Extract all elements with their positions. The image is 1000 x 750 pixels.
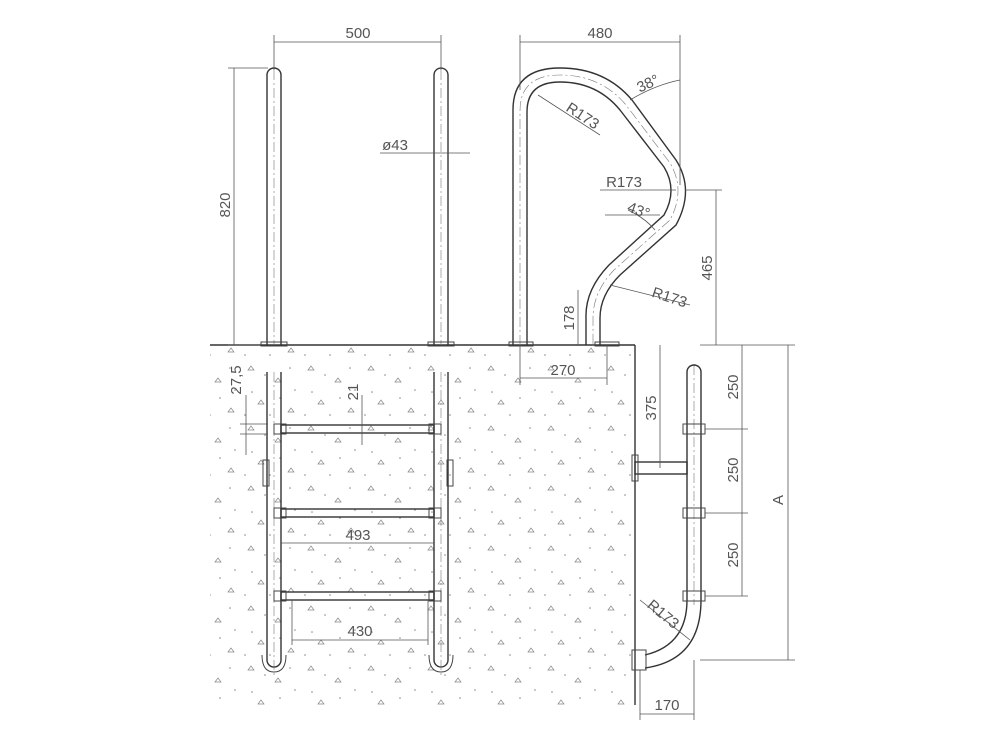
label-480: 480 [587,25,612,42]
side-handrail-inner [526,81,672,345]
label-270: 270 [550,362,575,379]
label-27-5: 27,5 [228,365,245,394]
dim-spacing-250-2: 250 [705,429,748,514]
label-43deg: 43° [625,199,652,223]
front-post-left-lower [261,372,287,675]
dim-width-500: 500 [273,25,442,70]
dim-height-465: 465 [685,189,722,345]
label-250-3: 250 [725,542,742,567]
dim-step-21: 21 [345,384,363,445]
label-820: 820 [217,192,234,217]
label-r173-section: R173 [644,597,682,633]
dim-inner-430: 430 [291,600,429,645]
label-430: 430 [347,623,372,640]
dim-step-493: 493 [281,527,434,544]
label-170: 170 [654,697,679,714]
label-250-2: 250 [725,457,742,482]
side-view: 480 38° R173 R173 43° 465 [508,25,722,385]
label-r173-top: R173 [563,99,602,133]
dim-overall-a: A [700,344,795,661]
step-3 [273,590,442,602]
dim-angle-38: 38° [629,71,681,101]
label-500: 500 [345,25,370,42]
label-38deg: 38° [634,71,662,96]
dim-top-offset-27-5: 27,5 [228,365,268,455]
dim-radius-low: R173 [609,284,691,311]
front-view: 500 820 ø43 27,5 21 493 [217,25,470,675]
dim-wall-375: 375 [643,345,661,468]
front-post-right-lower [428,372,454,675]
label-dia43: ø43 [382,137,408,154]
dim-radius-top: R173 [537,94,602,136]
dim-width-480: 480 [519,25,681,185]
section-view: 250 250 250 375 A R173 [631,344,795,720]
label-375: 375 [643,395,660,420]
front-post-right-upper [427,67,455,347]
dim-base-178: 178 [561,290,579,345]
dim-height-820: 820 [217,67,268,346]
dim-spacing-250-3: 250 [705,513,748,597]
label-21: 21 [345,384,362,401]
label-465: 465 [699,255,716,280]
dim-diameter-43: ø43 [380,137,470,154]
front-post-left-upper [260,67,288,347]
label-a: A [770,495,787,505]
step-2 [273,507,442,519]
dim-offset-270: 270 [519,345,608,385]
label-r173-low: R173 [650,284,689,311]
label-r173-mid: R173 [606,174,642,191]
dim-radius-mid: R173 [600,174,676,191]
dim-spacing-250-1: 250 [700,344,748,430]
dim-angle-43: 43° [605,199,660,231]
dim-foot-170: 170 [639,660,695,720]
label-178: 178 [561,305,578,330]
dim-radius-section: R173 [639,597,691,641]
label-250-1: 250 [725,374,742,399]
step-1 [273,423,442,435]
label-493: 493 [345,527,370,544]
